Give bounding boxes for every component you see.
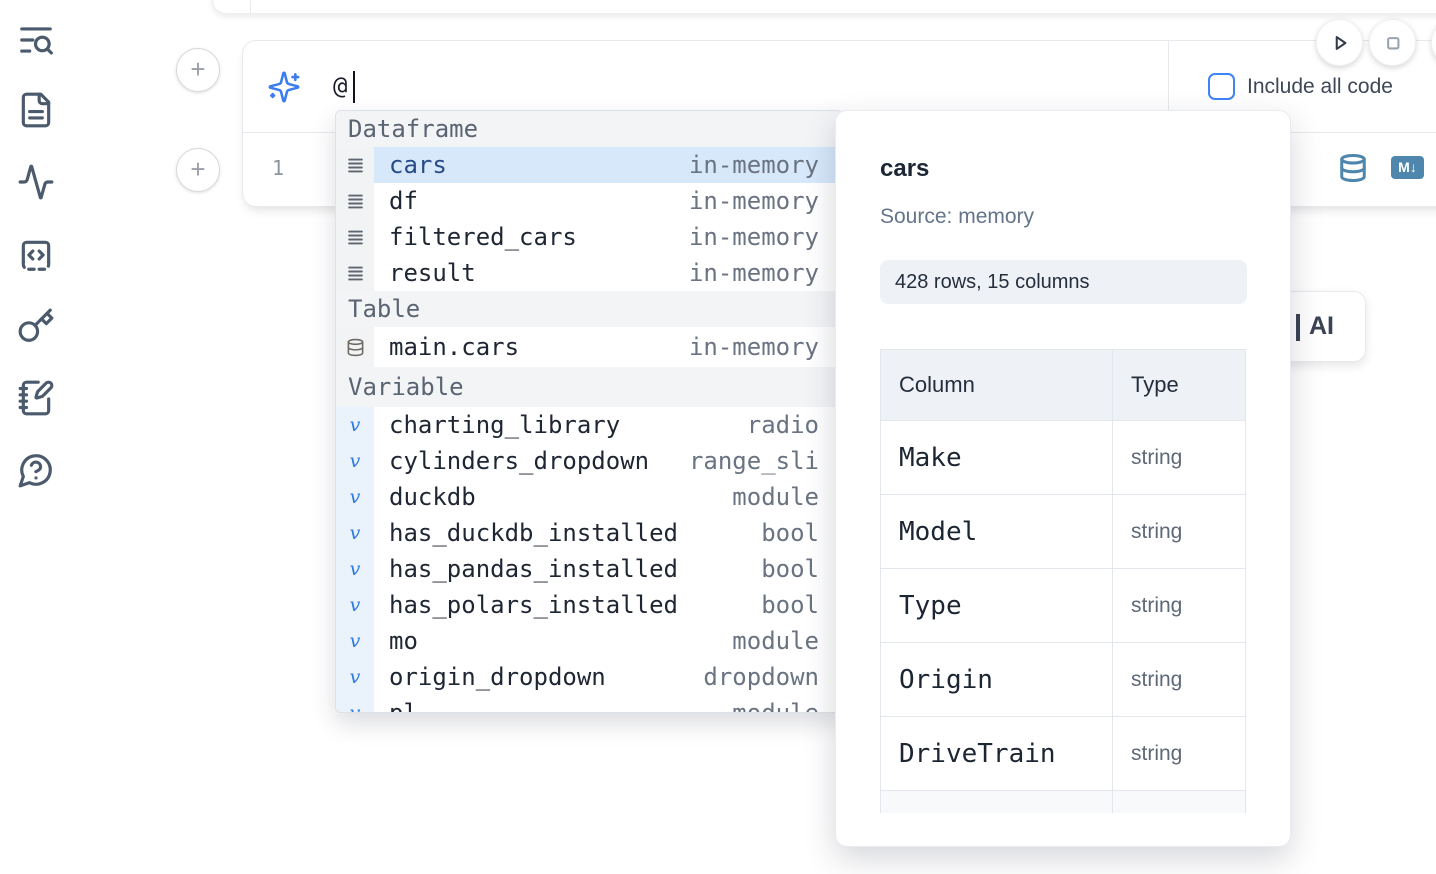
dataframe-preview-panel: cars Source: memory 428 rows, 15 columns… bbox=[835, 110, 1291, 847]
ai-button-label: AI bbox=[1309, 312, 1334, 340]
rows-icon bbox=[347, 158, 363, 172]
previous-cell-edge bbox=[212, 0, 1436, 14]
completion-section-header: Table bbox=[336, 291, 842, 327]
text-caret bbox=[353, 71, 355, 103]
stop-button[interactable] bbox=[1369, 19, 1416, 66]
completion-item-has-polars-installed[interactable]: v has_polars_installed bool bbox=[336, 587, 842, 623]
table-row: DriveTrain string bbox=[880, 717, 1246, 791]
clipped-glyph bbox=[1296, 314, 1300, 341]
table-row: Make string bbox=[880, 421, 1246, 495]
include-all-code-checkbox[interactable] bbox=[1208, 73, 1235, 100]
variable-icon: v bbox=[349, 702, 361, 713]
include-all-code-label: Include all code bbox=[1247, 74, 1393, 98]
add-cell-below-button[interactable]: + bbox=[176, 148, 220, 192]
completion-item-cars[interactable]: cars in-memory bbox=[336, 147, 842, 183]
completion-item-has-duckdb-installed[interactable]: v has_duckdb_installed bool bbox=[336, 515, 842, 551]
table-row: Type string bbox=[880, 569, 1246, 643]
activity-icon[interactable] bbox=[17, 163, 55, 201]
table-row-partial bbox=[880, 791, 1246, 813]
completion-item-charting-library[interactable]: v charting_library radio bbox=[336, 407, 842, 443]
database-icon[interactable] bbox=[1338, 153, 1368, 188]
completion-item-main-cars[interactable]: main.cars in-memory bbox=[336, 327, 842, 367]
completion-item-result[interactable]: result in-memory bbox=[336, 255, 842, 291]
variable-icon: v bbox=[349, 450, 361, 472]
completion-item-df[interactable]: df in-memory bbox=[336, 183, 842, 219]
completion-item-clipped[interactable]: v pl module bbox=[336, 695, 842, 713]
variable-icon: v bbox=[349, 666, 361, 688]
completion-item-has-pandas-installed[interactable]: v has_pandas_installed bool bbox=[336, 551, 842, 587]
line-number: 1 bbox=[272, 156, 285, 180]
include-all-code-zone: Include all code bbox=[1168, 41, 1436, 132]
variable-icon: v bbox=[349, 594, 361, 616]
completion-item-origin-dropdown[interactable]: v origin_dropdown dropdown bbox=[336, 659, 842, 695]
key-icon[interactable] bbox=[17, 307, 55, 345]
sidebar bbox=[0, 0, 72, 874]
schema-table-header: Column Type bbox=[880, 349, 1246, 421]
file-text-icon[interactable] bbox=[17, 91, 55, 129]
completion-item-mo[interactable]: v mo module bbox=[336, 623, 842, 659]
add-cell-above-button[interactable]: + bbox=[176, 48, 220, 92]
completion-item-duckdb[interactable]: v duckdb module bbox=[336, 479, 842, 515]
preview-source: Source: memory bbox=[880, 205, 1035, 228]
preview-title: cars bbox=[880, 155, 930, 182]
table-row: Model string bbox=[880, 495, 1246, 569]
ai-prompt-input[interactable]: @ bbox=[333, 72, 348, 100]
variable-icon: v bbox=[349, 486, 361, 508]
code-editor-row[interactable]: 1 M↓ bbox=[243, 133, 1436, 206]
previous-cell-divider bbox=[250, 0, 251, 13]
stop-icon bbox=[1386, 36, 1399, 49]
variable-icon: v bbox=[349, 558, 361, 580]
rows-icon bbox=[347, 194, 363, 208]
run-cell-button[interactable] bbox=[1316, 19, 1363, 66]
help-bubble-icon[interactable] bbox=[17, 451, 55, 489]
table-row: Origin string bbox=[880, 643, 1246, 717]
completion-dropdown: Dataframe cars in-memory df in-memory fi… bbox=[335, 110, 843, 713]
variable-icon: v bbox=[349, 630, 361, 652]
completion-section-header: Dataframe bbox=[336, 111, 842, 147]
schema-table: Column Type Make string Model string Typ… bbox=[880, 349, 1246, 813]
database-icon bbox=[347, 338, 363, 356]
completion-item-cylinders-dropdown[interactable]: v cylinders_dropdown range_sli bbox=[336, 443, 842, 479]
shape-badge: 428 rows, 15 columns bbox=[880, 260, 1247, 304]
code-snippets-icon[interactable] bbox=[17, 236, 55, 274]
play-icon bbox=[1335, 35, 1346, 50]
notebook-pen-icon[interactable] bbox=[17, 379, 55, 417]
completion-section-header: Variable bbox=[336, 367, 842, 407]
rows-icon bbox=[347, 266, 363, 280]
list-search-icon[interactable] bbox=[17, 21, 55, 59]
markdown-icon[interactable]: M↓ bbox=[1391, 156, 1424, 179]
variable-icon: v bbox=[349, 522, 361, 544]
rows-icon bbox=[347, 230, 363, 244]
sparkles-icon bbox=[267, 70, 301, 104]
variable-icon: v bbox=[349, 414, 361, 436]
completion-item-filtered-cars[interactable]: filtered_cars in-memory bbox=[336, 219, 842, 255]
